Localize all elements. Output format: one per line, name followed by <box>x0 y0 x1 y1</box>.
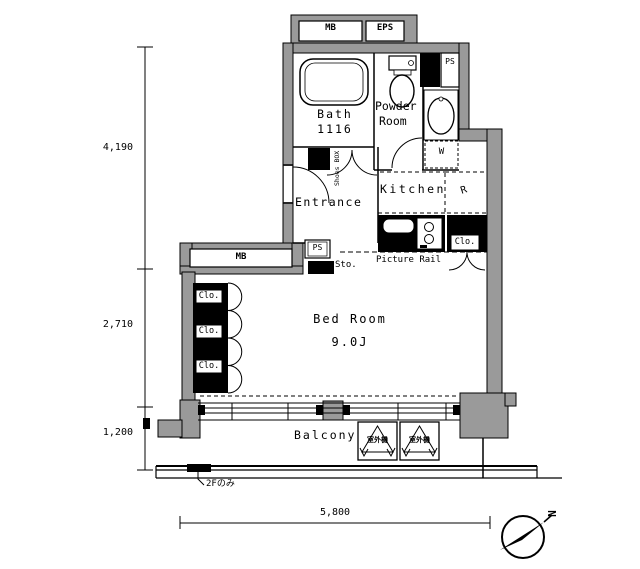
kitchen-closet <box>447 215 487 252</box>
wall-section-mark <box>143 418 150 429</box>
balcony-room-label: Balcony <box>294 428 357 442</box>
fridge-space <box>444 171 488 214</box>
bathtub-icon <box>299 58 369 106</box>
window-jambs <box>198 405 460 415</box>
bedroom-size-label: 9.0J <box>331 335 369 349</box>
ps-lower-box <box>304 239 331 259</box>
folding-door-arcs <box>227 282 243 394</box>
ps-upper-box <box>440 52 460 88</box>
dim-left-upper: 4,190 <box>102 142 133 153</box>
dim-bottom-width: 5,800 <box>319 507 351 518</box>
powder-door-arc <box>391 137 423 169</box>
2f-partition-mark <box>187 464 211 472</box>
mb-top-box <box>298 20 363 42</box>
powder-room-label2: Room <box>379 114 407 128</box>
mb-top-label: MB <box>325 23 336 33</box>
partitions <box>283 53 459 244</box>
compass-icon <box>500 514 553 559</box>
closet-3-label: Clo. <box>198 361 220 371</box>
toilet-icon <box>388 55 417 108</box>
ps-upper-label: PS <box>445 57 455 66</box>
shoes-box-icon <box>308 148 330 170</box>
closet-2-label: Clo. <box>198 326 220 336</box>
bath-room-label: Bath <box>317 107 353 121</box>
kitchen-dashed-zone <box>378 171 488 214</box>
washing-machine-space <box>424 140 459 169</box>
washbasin-icon <box>423 89 459 141</box>
2f-only-note: 2Fのみ <box>206 479 235 489</box>
door-arcs <box>292 137 486 271</box>
shoes-closet-door-arc <box>351 149 378 176</box>
eps-label: EPS <box>376 23 394 33</box>
entrance-room-label: Entrance <box>295 195 363 209</box>
sink-icon <box>382 218 415 234</box>
bath-size-label: 1116 <box>317 122 353 136</box>
kitchen-counter <box>378 215 445 252</box>
shaft-black <box>420 53 440 87</box>
window-band <box>198 402 460 421</box>
closet-strip <box>193 282 243 394</box>
balcony-hatch-symbols <box>357 421 440 461</box>
closet-1-label: Clo. <box>198 291 220 301</box>
washer-label: W <box>438 147 445 157</box>
kitchen-closet-door-arc <box>466 251 486 271</box>
shoes-box-label: Shoes BOX <box>333 150 341 186</box>
entry-door-opening <box>284 166 292 202</box>
balcony-unit-2-label: 室外機 <box>409 436 430 444</box>
storage-box <box>308 261 334 274</box>
kitchen-closet-door-arc <box>448 251 468 271</box>
mb-left-label: MB <box>235 252 247 262</box>
compass-north-label: N <box>544 510 558 517</box>
balcony-boundary <box>155 438 562 479</box>
dim-left-middle: 2,710 <box>102 319 133 330</box>
dimension-lines <box>137 46 491 529</box>
bedroom-room-label: Bed Room <box>313 312 387 326</box>
kitchen-room-label: Kitchen <box>380 182 446 196</box>
mb-left-box <box>189 248 293 268</box>
powder-room-label: Powder <box>375 99 417 113</box>
entry-door-arc <box>292 166 330 204</box>
eps-box <box>365 20 405 42</box>
closet-kitchen-label: Clo. <box>454 237 476 247</box>
shoes-closet-door-arc <box>326 149 353 176</box>
ps-lower-label: PS <box>312 243 323 252</box>
dim-left-lower: 1,200 <box>102 427 133 438</box>
storage-label: Sto. <box>335 260 357 270</box>
balcony-unit-1-label: 室外機 <box>367 436 388 444</box>
2f-note-leader <box>197 472 205 486</box>
picture-rail-label: Picture Rail <box>376 255 442 265</box>
